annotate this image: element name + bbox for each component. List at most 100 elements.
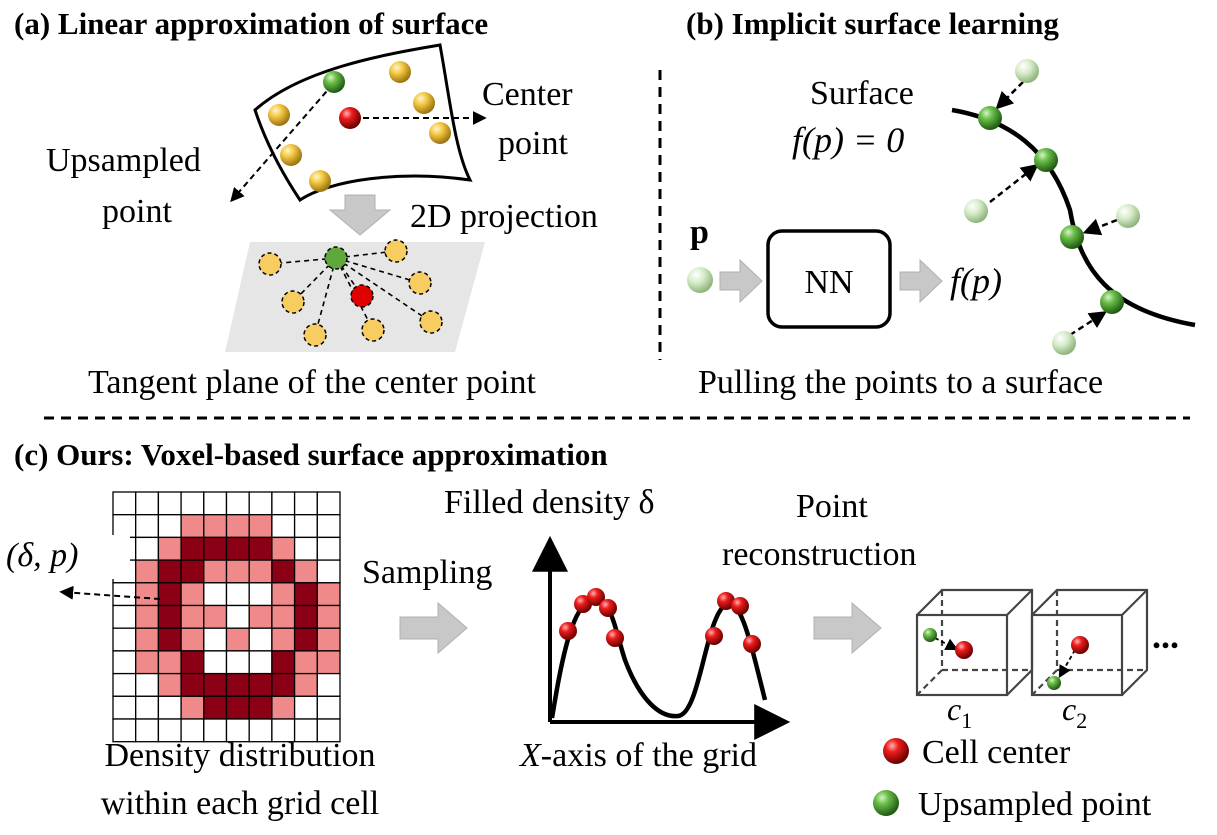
grid-cell — [203, 559, 228, 584]
density-curve — [549, 596, 768, 719]
grid-cell — [271, 491, 296, 516]
center-label-2: point — [498, 125, 568, 162]
nn-box — [766, 229, 892, 329]
legend-cell-center-icon — [883, 738, 909, 764]
grid-cell — [248, 627, 273, 652]
grid-cell — [157, 582, 182, 607]
sampling-arrow — [399, 601, 468, 655]
projected-center-point — [350, 284, 374, 308]
surface-equation: f(p) = 0 — [792, 120, 904, 160]
cube-c2-upsampled — [1047, 676, 1061, 690]
projected-upsampled-point — [324, 246, 348, 270]
grid-cell — [293, 627, 318, 652]
grid-cell — [135, 627, 160, 652]
panel-a: (a) Linear approximation of surface Cent… — [14, 6, 598, 401]
reconstruction-label-2: reconstruction — [722, 536, 917, 573]
grid-cell — [157, 559, 182, 584]
grid-caption-2: within each grid cell — [101, 785, 380, 822]
x-axis-label: X-axis of the grid — [518, 737, 757, 774]
grid-cell — [271, 695, 296, 720]
panel-c: (c) Ours: Voxel-based surface approximat… — [4, 437, 1179, 823]
grid-cell — [248, 559, 273, 584]
grid-cell — [293, 536, 318, 561]
grid-cell — [180, 559, 205, 584]
grid-cell — [203, 491, 228, 516]
legend-cell-center-label: Cell center — [922, 734, 1071, 771]
grid-cell — [180, 627, 205, 652]
grid-cell — [112, 491, 137, 516]
cube-c2-arrow — [1058, 649, 1076, 679]
grid-cell — [157, 604, 182, 629]
grid-cell — [271, 672, 296, 697]
upsampled-label-1: Upsampled — [46, 142, 201, 179]
neighbor-point — [413, 92, 435, 114]
grid-cell — [157, 672, 182, 697]
panel-b: (b) Implicit surface learning Surface f(… — [686, 6, 1196, 401]
grid-cell — [316, 650, 341, 675]
grid-cell — [225, 672, 250, 697]
grid-cell — [180, 672, 205, 697]
grid-cell — [316, 536, 341, 561]
grid-cell — [316, 672, 341, 697]
grid-cell — [112, 514, 137, 539]
grid-cell — [225, 491, 250, 516]
output-arrow — [899, 258, 943, 304]
grid-cell — [225, 582, 250, 607]
grid-cell — [271, 559, 296, 584]
grid-cell — [293, 650, 318, 675]
grid-cell — [271, 650, 296, 675]
grid-cell — [157, 695, 182, 720]
grid-cell — [316, 514, 341, 539]
reconstruction-label-1: Point — [796, 488, 868, 525]
grid-cell — [316, 718, 341, 743]
grid-cell — [112, 650, 137, 675]
reconstruction-arrow — [813, 601, 882, 655]
upsampled-point — [323, 71, 345, 93]
grid-cell — [248, 514, 273, 539]
grid-cell — [203, 695, 228, 720]
grid-cell — [203, 672, 228, 697]
grid-cell — [293, 582, 318, 607]
projected-points — [258, 239, 443, 347]
grid-cell — [293, 604, 318, 629]
panel-b-caption: Pulling the points to a surface — [698, 364, 1103, 401]
center-point — [339, 107, 361, 129]
grid-cell — [135, 650, 160, 675]
grid-cell — [248, 604, 273, 629]
projection-label: 2D projection — [410, 198, 598, 235]
sampling-label: Sampling — [362, 554, 492, 591]
panel-a-title: (a) Linear approximation of surface — [14, 6, 488, 41]
grid-cell — [248, 582, 273, 607]
grid-cell — [271, 627, 296, 652]
neighbor-point — [309, 170, 331, 192]
grid-cell — [180, 491, 205, 516]
surface-patch — [253, 43, 473, 203]
neighbor-point — [429, 122, 451, 144]
grid-cell — [112, 582, 137, 607]
neighbor-point — [389, 61, 411, 83]
density-grid — [112, 491, 341, 743]
grid-cell — [248, 672, 273, 697]
grid-cell — [203, 650, 228, 675]
grid-cell — [157, 627, 182, 652]
grid-cell — [316, 604, 341, 629]
grid-cell — [180, 695, 205, 720]
grid-cell — [135, 582, 160, 607]
grid-label: (δ, p) — [6, 537, 78, 574]
grid-cell — [293, 672, 318, 697]
legend-upsampled-label: Upsampled point — [918, 786, 1152, 823]
source-point — [1015, 59, 1039, 83]
cube-c1 — [915, 588, 1034, 697]
grid-cell — [135, 491, 160, 516]
source-point — [1116, 204, 1140, 228]
y-axis-label: Filled density δ — [444, 484, 655, 521]
panel-c-title: (c) Ours: Voxel-based surface approximat… — [14, 437, 608, 472]
grid-cell — [203, 514, 228, 539]
grid-cell — [225, 536, 250, 561]
grid-cell — [225, 514, 250, 539]
implicit-surface-curve — [951, 107, 1196, 328]
neighbor-point — [280, 144, 302, 166]
grid-label-bg — [4, 535, 130, 579]
input-point — [687, 267, 713, 293]
